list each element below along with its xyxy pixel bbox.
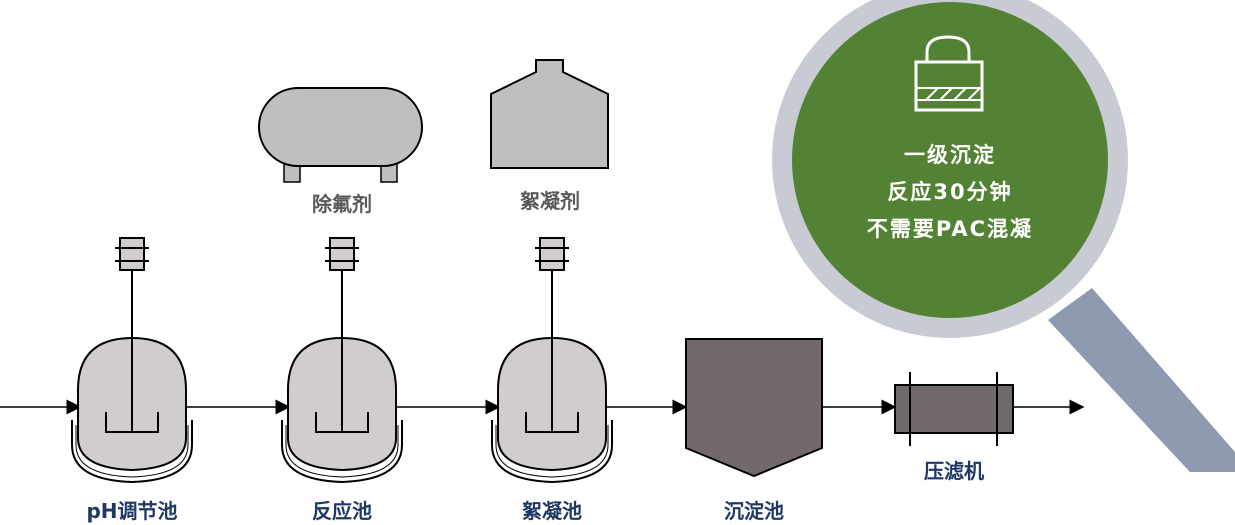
- unit-label-filter-press: 压滤机: [924, 459, 984, 483]
- flocculant-vessel: [490, 59, 609, 169]
- filter-press: [894, 372, 1014, 446]
- magnifier-lens: [792, 2, 1108, 318]
- callout-line-1: 一级沉淀: [904, 143, 996, 167]
- tank-reaction: [281, 237, 403, 484]
- magnifier-handle: [1048, 288, 1235, 472]
- lock-icon: [914, 35, 984, 112]
- defluoridation-agent-vessel: [258, 87, 423, 183]
- callout-line-3: 不需要PAC混凝: [867, 217, 1033, 241]
- unit-label-flocculation: 絮凝池: [522, 499, 582, 523]
- tank-ph-adjust: [71, 237, 193, 484]
- tank-flocculation: [491, 237, 613, 484]
- unit-label-reaction: 反应池: [312, 499, 372, 523]
- magnifier-callout: 一级沉淀 反应30分钟 不需要PAC混凝: [772, 0, 1235, 472]
- callout-line-2: 反应30分钟: [887, 180, 1012, 204]
- unit-label-settling: 沉淀池: [724, 499, 784, 523]
- dosing-label-flocculant: 絮凝剂: [520, 189, 580, 213]
- unit-label-ph-adjust: pH调节池: [86, 499, 177, 523]
- dosing-label-defluoridation: 除氟剂: [312, 192, 372, 216]
- settling-tank: [685, 338, 823, 478]
